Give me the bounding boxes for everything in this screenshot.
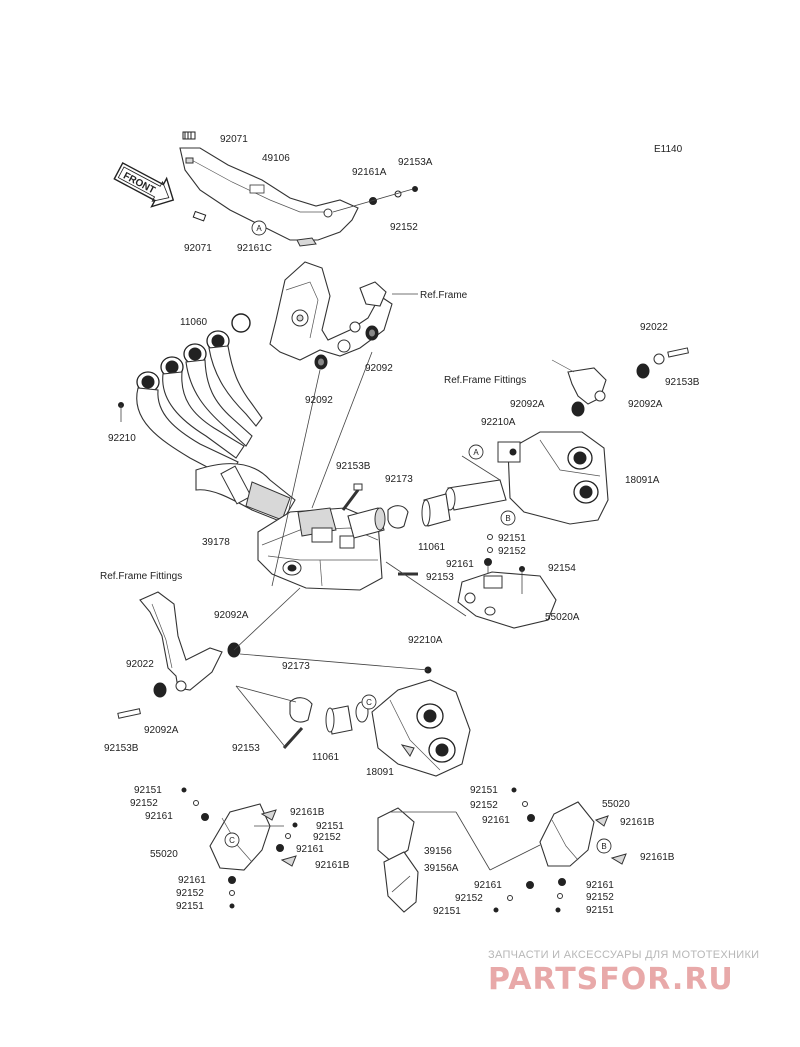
part-label: 92092 xyxy=(305,395,333,406)
muffler-cover-55020a xyxy=(457,566,557,629)
part-label: 92152 xyxy=(498,546,526,557)
callout-c-cover: C xyxy=(224,832,240,848)
part-label: 92210A xyxy=(481,417,516,428)
ref-frame-label: Ref.Frame xyxy=(420,290,468,301)
part-label: 92161B xyxy=(290,807,325,818)
part-label: 92154 xyxy=(548,563,576,574)
part-label: 92173 xyxy=(282,661,310,672)
part-label: 92071 xyxy=(220,134,248,145)
part-label: 92151 xyxy=(433,906,461,917)
part-label: 92161B xyxy=(640,852,675,863)
part-label: 92151 xyxy=(586,905,614,916)
part-label: 92151 xyxy=(316,821,344,832)
diagram-code: E1140 xyxy=(654,144,683,155)
front-arrow-icon: FRONT xyxy=(113,162,175,208)
callout-a-right: A xyxy=(468,444,484,460)
cover-55020-right xyxy=(493,787,627,913)
part-label: 92161 xyxy=(446,559,474,570)
part-label: 92022 xyxy=(126,659,154,670)
callout-b-lower: B xyxy=(596,838,612,854)
part-label: 11061 xyxy=(418,542,446,553)
part-label: 92161B xyxy=(620,817,655,828)
part-label: 92092A xyxy=(144,725,179,736)
part-label: 92153B xyxy=(104,743,139,754)
part-label: 92161 xyxy=(178,875,206,886)
part-label: 92152 xyxy=(130,798,158,809)
exhaust-headers xyxy=(118,313,296,523)
svg-text:C: C xyxy=(229,836,235,845)
part-label: 92152 xyxy=(470,800,498,811)
callout-c-muffler: C xyxy=(361,694,377,710)
part-label: 11061 xyxy=(312,752,340,763)
svg-text:A: A xyxy=(256,224,262,233)
part-label: 92153B xyxy=(665,377,700,388)
part-label: 11060 xyxy=(180,317,208,328)
part-label: 92161 xyxy=(482,815,510,826)
part-label: 18091A xyxy=(625,475,660,486)
ref-frame-fittings-upper: Ref.Frame Fittings xyxy=(444,375,526,386)
part-label: 92151 xyxy=(470,785,498,796)
part-label: 92210A xyxy=(408,635,443,646)
part-label: 92210 xyxy=(108,433,136,444)
callout-b-right: B xyxy=(500,510,516,526)
part-label: 92092 xyxy=(365,363,393,374)
part-label: 92152 xyxy=(390,222,418,233)
part-label: 49106 xyxy=(262,153,290,164)
part-label: 92092A xyxy=(214,610,249,621)
leader-lines xyxy=(233,351,541,893)
part-label: 92161 xyxy=(145,811,173,822)
part-label: 92152 xyxy=(176,888,204,899)
part-label: 92152 xyxy=(586,892,614,903)
part-label: 92092A xyxy=(510,399,545,410)
part-label: 92161B xyxy=(315,860,350,871)
part-label: 92022 xyxy=(640,322,668,333)
svg-text:C: C xyxy=(366,698,372,707)
part-label: 39178 xyxy=(202,537,230,548)
part-label: 92152 xyxy=(313,832,341,843)
part-labels: 92071 49106 92161A 92153A 92152 92071 92… xyxy=(104,134,700,917)
part-label: 92153 xyxy=(426,572,454,583)
part-label: 92161A xyxy=(352,167,387,178)
part-label: 92151 xyxy=(134,785,162,796)
part-label: 92173 xyxy=(385,474,413,485)
svg-text:B: B xyxy=(601,842,606,851)
connector-and-clamp-upper xyxy=(341,483,493,580)
frame-bracket xyxy=(269,261,418,370)
watermark-logo: PARTSFOR.RU xyxy=(488,962,734,997)
part-label: 92151 xyxy=(498,533,526,544)
rubber-92092-b xyxy=(314,354,328,370)
part-label: 55020 xyxy=(602,799,630,810)
part-label: 92161 xyxy=(586,880,614,891)
watermark-tagline: ЗАПЧАСТИ И АКСЕССУАРЫ ДЛЯ МОТОТЕХНИКИ xyxy=(488,949,760,961)
screw-92071-top xyxy=(182,131,196,140)
muffler-18091a xyxy=(444,347,689,525)
part-label: 92153 xyxy=(232,743,260,754)
guard-39156 xyxy=(377,807,419,913)
part-label: 92151 xyxy=(176,901,204,912)
part-label: 92161C xyxy=(237,243,272,254)
rubber-92092-a xyxy=(365,325,379,341)
part-label: 92161 xyxy=(474,880,502,891)
heat-guard-49106 xyxy=(179,131,418,247)
part-label: 39156A xyxy=(424,863,459,874)
svg-text:A: A xyxy=(473,448,479,457)
screw-92071-bottom xyxy=(192,210,207,222)
ref-frame-fittings-lower: Ref.Frame Fittings xyxy=(100,571,182,582)
part-label: 92161 xyxy=(296,844,324,855)
part-label: 92153B xyxy=(336,461,371,472)
cover-55020-left xyxy=(181,787,298,909)
svg-text:B: B xyxy=(505,514,510,523)
part-label: 18091 xyxy=(366,767,394,778)
part-label: 92092A xyxy=(628,399,663,410)
part-label: 55020 xyxy=(150,849,178,860)
callout-a-top: A xyxy=(251,220,267,236)
part-label: 92153A xyxy=(398,157,433,168)
part-label: 39156 xyxy=(424,846,452,857)
part-label: 92071 xyxy=(184,243,212,254)
part-label: 92152 xyxy=(455,893,483,904)
footrest-bracket-lower xyxy=(117,591,241,719)
part-label: 55020A xyxy=(545,612,580,623)
